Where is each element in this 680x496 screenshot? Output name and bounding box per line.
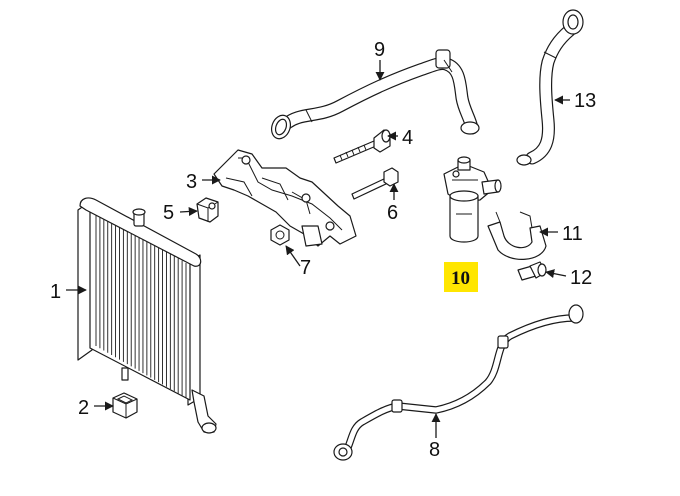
callout-5[interactable]: 5 bbox=[163, 202, 174, 224]
coolant-pipe[interactable] bbox=[333, 304, 584, 461]
radiator-fins bbox=[95, 208, 187, 398]
pump-clamp[interactable] bbox=[487, 211, 547, 260]
hose-clip[interactable] bbox=[196, 197, 219, 223]
return-coolant-hose[interactable] bbox=[516, 9, 584, 166]
callout-3[interactable]: 3 bbox=[186, 171, 197, 193]
callout-8[interactable]: 8 bbox=[429, 439, 440, 461]
callout-11[interactable]: 11 bbox=[562, 223, 583, 245]
callout-6[interactable]: 6 bbox=[387, 202, 398, 224]
callout-7[interactable]: 7 bbox=[300, 257, 311, 279]
flange-bolt[interactable] bbox=[517, 261, 547, 281]
hex-bolt[interactable] bbox=[351, 167, 399, 200]
auxiliary-water-pump[interactable] bbox=[443, 156, 502, 243]
hex-nut[interactable] bbox=[270, 224, 290, 246]
pump-bracket[interactable] bbox=[213, 149, 357, 247]
callout-labels: 1 2 3 4 5 6 7 8 9 10 11 12 13 bbox=[50, 39, 596, 461]
callout-12[interactable]: 12 bbox=[570, 267, 592, 289]
long-bolt[interactable] bbox=[333, 129, 391, 164]
callout-10-highlight bbox=[444, 262, 478, 292]
callout-leaders bbox=[66, 60, 570, 438]
callout-9[interactable]: 9 bbox=[374, 39, 385, 61]
callout-1[interactable]: 1 bbox=[50, 281, 61, 303]
upper-coolant-hose[interactable] bbox=[268, 49, 480, 141]
callout-10[interactable]: 10 bbox=[451, 268, 470, 289]
radiator[interactable] bbox=[77, 197, 217, 434]
callout-13[interactable]: 13 bbox=[574, 90, 596, 112]
mounting-clip[interactable] bbox=[112, 392, 138, 419]
callout-4[interactable]: 4 bbox=[402, 127, 413, 149]
callout-2[interactable]: 2 bbox=[78, 397, 89, 419]
